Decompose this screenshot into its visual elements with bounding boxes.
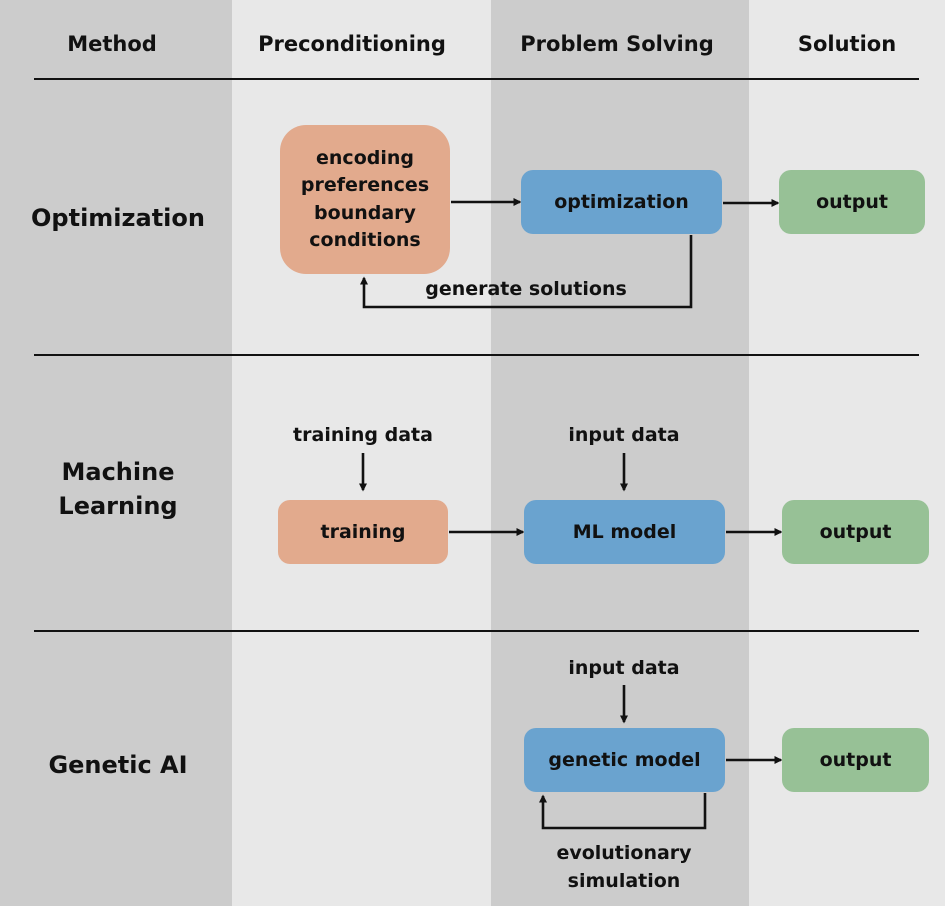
precondition-line-2: preferences: [300, 174, 430, 196]
loop-evolutionary-simulation: [539, 793, 707, 830]
row-label-genetic-ai: Genetic AI: [48, 751, 188, 779]
generate-solutions-label: generate solutions: [425, 278, 627, 300]
precondition-line-3: boundary: [314, 201, 416, 224]
precondition-line-1: encoding: [316, 146, 414, 169]
header-solution: Solution: [797, 32, 897, 56]
optimization-box: optimization: [521, 170, 722, 234]
header-method: Method: [67, 32, 157, 56]
training-box: training: [278, 500, 448, 564]
row-label-ml-line-2: Learning: [58, 492, 178, 520]
precondition-box-encoding: encoding preferences boundary conditions: [280, 125, 450, 274]
evolutionary-line-1: evolutionary: [556, 842, 692, 864]
ml-input-data-label: input data: [568, 424, 680, 446]
row-divider-1: [34, 354, 919, 356]
loop-generate-solutions: [360, 235, 693, 309]
row-divider-2: [34, 630, 919, 632]
header-preconditioning: Preconditioning: [258, 32, 446, 56]
row-label-machine-learning: Machine Learning: [0, 455, 236, 523]
optimization-output-box: output: [779, 170, 925, 234]
genetic-model-box: genetic model: [524, 728, 725, 792]
row-label-optimization: Optimization: [31, 204, 205, 232]
precondition-line-4: conditions: [309, 229, 421, 251]
ml-model-box: ML model: [524, 500, 725, 564]
row-label-ml-line-1: Machine: [61, 458, 175, 486]
header-problem-solving: Problem Solving: [520, 32, 714, 56]
evolutionary-simulation-label: evolutionary simulation: [524, 839, 724, 895]
training-data-label: training data: [293, 424, 433, 446]
method-column-bg: [0, 0, 232, 906]
evolutionary-line-2: simulation: [567, 870, 681, 892]
genetic-output-box: output: [782, 728, 929, 792]
genetic-input-data-label: input data: [568, 657, 680, 679]
header-divider: [34, 78, 919, 80]
ml-output-box: output: [782, 500, 929, 564]
